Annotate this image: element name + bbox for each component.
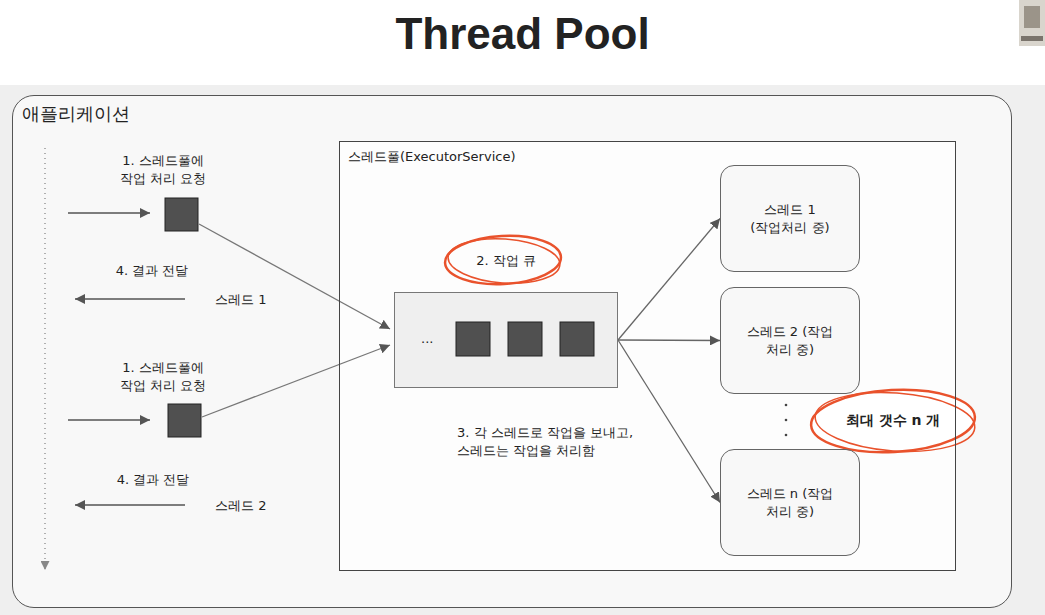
- application-frame-fill: [12, 95, 1012, 608]
- timeline-line: [44, 148, 45, 570]
- queue-heading: 2. 작업 큐: [395, 252, 617, 270]
- thumbnail-figure: [1024, 6, 1040, 28]
- task-queue: 2. 작업 큐...: [394, 292, 618, 388]
- task-square: [165, 198, 198, 231]
- step-label: 4. 결과 전달: [116, 262, 189, 280]
- worker-thread: 스레드 n (작업 처리 중): [720, 449, 860, 556]
- request-arrow: [68, 212, 150, 213]
- result-arrow: [75, 298, 185, 299]
- step-label: 1. 스레드풀에 작업 처리 요청: [114, 152, 212, 187]
- queued-task: [508, 322, 542, 356]
- thread-label: 스레드 1 (작업처리 중): [741, 201, 839, 236]
- worker-thread-fill: [720, 165, 860, 272]
- thread-pool-box-fill: [339, 141, 956, 571]
- queued-task: [456, 322, 490, 356]
- ellipsis-dot: [785, 434, 788, 437]
- worker-thread-fill: [720, 449, 860, 556]
- pool-heading: 스레드풀(ExecutorService): [348, 148, 515, 166]
- title: Thread Pool: [0, 8, 1045, 61]
- callout-note: 최대 갯수 n 개: [846, 411, 941, 430]
- result-arrow: [75, 504, 185, 505]
- highlight-circle: [809, 386, 976, 456]
- submit-line: [199, 224, 390, 329]
- thread-pool-box: 2. 작업 큐... 스레드 1 (작업처리 중) 스레드 2 (작업 처리 중) 스…: [339, 141, 956, 571]
- step-label: 4. 결과 전달: [117, 471, 190, 489]
- step-note: 3. 각 스레드로 작업을 보내고, 스레드는 작업을 처리함: [455, 423, 641, 460]
- thumbnail-strip: [1021, 36, 1043, 41]
- dispatch-arrow: [618, 340, 720, 503]
- task-square: [168, 404, 201, 437]
- thread-tag: 스레드 1: [215, 291, 266, 309]
- worker-thread: 스레드 1 (작업처리 중): [720, 165, 860, 272]
- presenter-thumbnail: [1019, 0, 1045, 46]
- dispatch-arrow: [618, 339, 720, 341]
- worker-thread: 스레드 2 (작업 처리 중): [720, 287, 860, 394]
- ellipsis-dot: [785, 419, 788, 422]
- thread-tag: 스레드 2: [215, 497, 266, 515]
- background-band: [0, 85, 1045, 615]
- thread-label: 스레드 2 (작업 처리 중): [741, 323, 839, 358]
- thumbnail-frame: [1019, 0, 1045, 46]
- task-queue-fill: [394, 292, 618, 388]
- ellipsis-dot: [785, 404, 788, 407]
- queued-task: [560, 322, 594, 356]
- frame-heading: 애플리케이션: [22, 102, 130, 126]
- dispatch-arrow: [618, 219, 720, 341]
- step-label: 1. 스레드풀에 작업 처리 요청: [114, 359, 212, 394]
- request-arrow: [68, 419, 150, 420]
- queue-ellipsis: ...: [421, 330, 433, 348]
- thread-label: 스레드 n (작업 처리 중): [741, 485, 839, 520]
- worker-thread-fill: [720, 287, 860, 394]
- submit-line: [202, 345, 390, 417]
- highlight-circle: [813, 387, 977, 456]
